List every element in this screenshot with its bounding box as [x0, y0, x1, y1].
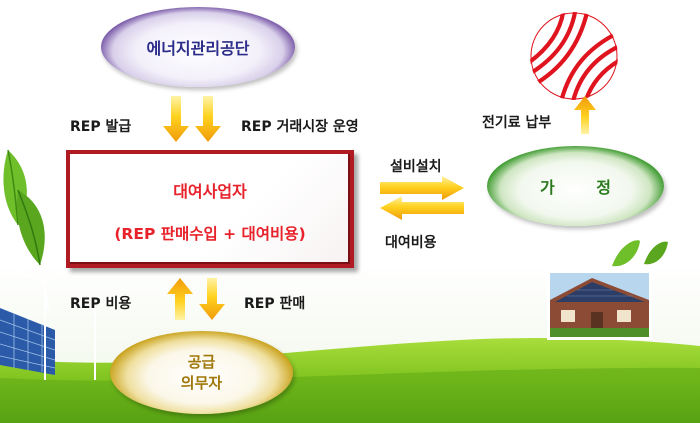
- horizontal-arrows: [380, 176, 464, 220]
- household-node: 가 정: [487, 146, 664, 226]
- right-arrow-icon: [380, 176, 464, 200]
- leaves-decoration: [3, 150, 45, 266]
- rep-sale-label: REP 판매: [244, 296, 306, 312]
- up-arrow-icon: [167, 278, 193, 320]
- rental-business-subtitle: (REP 판매수입 + 대여비용): [114, 225, 306, 243]
- electricity-payment-label: 전기료 납부: [482, 115, 552, 131]
- supplier-label-line2: 의무자: [180, 373, 223, 392]
- vertical-arrows-supplier: [167, 278, 225, 320]
- rep-issue-label: REP 발급: [70, 119, 132, 135]
- up-arrow-icon: [574, 96, 596, 134]
- kepco-logo-icon: [530, 12, 618, 100]
- supplier-label-line1: 공급: [187, 352, 216, 371]
- agency-node: 에너지관리공단: [101, 7, 295, 87]
- household-label: 가 정: [539, 178, 629, 197]
- up-arrow-electricity: [574, 96, 596, 134]
- solar-and-wind-illustration: [0, 270, 113, 380]
- rental-business-title: 대여사업자: [173, 182, 247, 201]
- rep-cost-label: REP 비용: [70, 296, 132, 312]
- down-arrows-agency: [163, 96, 221, 142]
- house-solar-photo: [547, 270, 652, 340]
- agency-label: 에너지관리공단: [146, 39, 250, 58]
- leaves-decoration: [612, 240, 668, 267]
- supplier-node: 공급 의무자: [110, 331, 293, 414]
- rental-fee-label: 대여비용: [385, 235, 437, 251]
- down-arrow-icon: [163, 96, 189, 142]
- down-arrow-icon: [195, 96, 221, 142]
- rental-business-box: 대여사업자 (REP 판매수입 + 대여비용): [66, 150, 354, 268]
- rep-market-label: REP 거래시장 운영: [241, 119, 359, 135]
- down-arrow-icon: [199, 278, 225, 320]
- equipment-install-label: 설비설치: [390, 159, 442, 175]
- left-arrow-icon: [380, 196, 464, 220]
